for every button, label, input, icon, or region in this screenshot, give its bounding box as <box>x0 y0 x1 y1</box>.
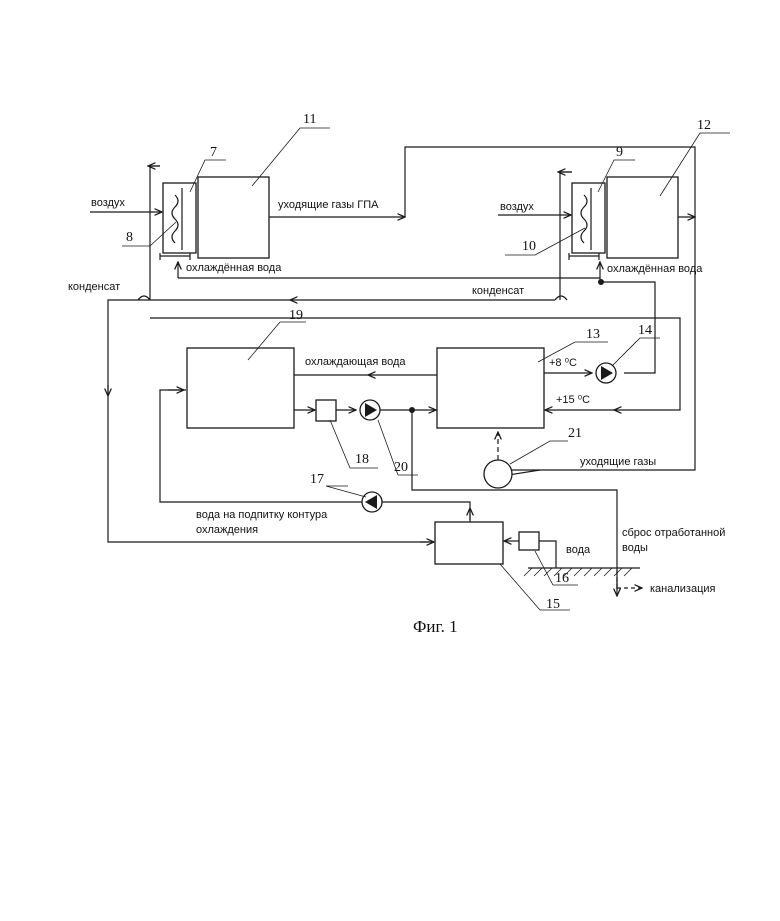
ref-21: 21 <box>568 426 582 441</box>
ref-8: 8 <box>126 230 133 245</box>
return-line-left <box>150 166 160 300</box>
label-temp-8: +8 ⁰С <box>549 357 577 369</box>
block-13 <box>437 348 544 428</box>
label-makeup-water-2: охлаждения <box>196 524 258 536</box>
figure-caption: Фиг. 1 <box>413 617 458 636</box>
label-cooled-water-right: охлаждённая вода <box>607 263 703 275</box>
label-discharge-2: воды <box>622 542 648 554</box>
label-condensate-mid: конденсат <box>472 285 524 297</box>
air-cooler-9 <box>572 183 605 253</box>
ref-15: 15 <box>546 597 560 612</box>
label-condensate-left: конденсат <box>68 281 120 293</box>
label-air-right: воздух <box>500 201 534 213</box>
ref-14: 14 <box>638 323 652 338</box>
block-12 <box>607 177 678 258</box>
block-19 <box>187 348 294 428</box>
label-exhaust-gpa: уходящие газы ГПА <box>278 199 379 211</box>
makeup-from-15 <box>382 502 470 522</box>
ref-11: 11 <box>303 112 316 127</box>
crossover-2 <box>555 296 567 300</box>
ref-18: 18 <box>355 452 369 467</box>
ref-7: 7 <box>210 145 217 160</box>
filter-18 <box>316 400 336 421</box>
ref-13: 13 <box>586 327 600 342</box>
label-cooling-water: охлаждающая вода <box>305 356 406 368</box>
ref-12: 12 <box>697 118 711 133</box>
block-15 <box>435 522 503 564</box>
ref-16: 16 <box>555 571 569 586</box>
ref-10: 10 <box>522 239 536 254</box>
ref-9: 9 <box>616 145 623 160</box>
unit-21 <box>484 460 512 488</box>
label-discharge-1: сброс отработанной <box>622 527 725 539</box>
label-makeup-water-1: вода на подпитку контура <box>196 509 328 521</box>
ref-17: 17 <box>310 472 324 487</box>
block-11 <box>198 177 269 258</box>
label-temp-15: +15 ⁰С <box>556 394 590 406</box>
label-water: вода <box>566 544 591 556</box>
ground-hatching <box>524 568 632 576</box>
label-cooled-water-left: охлаждённая вода <box>186 262 282 274</box>
air-cooler-7 <box>163 183 196 253</box>
label-sewer: канализация <box>650 583 716 595</box>
filter-16 <box>519 532 539 550</box>
ref-19: 19 <box>289 308 303 323</box>
label-exhaust-gases: уходящие газы <box>580 456 656 468</box>
label-air-left: воздух <box>91 197 125 209</box>
ref-20: 20 <box>394 460 408 475</box>
